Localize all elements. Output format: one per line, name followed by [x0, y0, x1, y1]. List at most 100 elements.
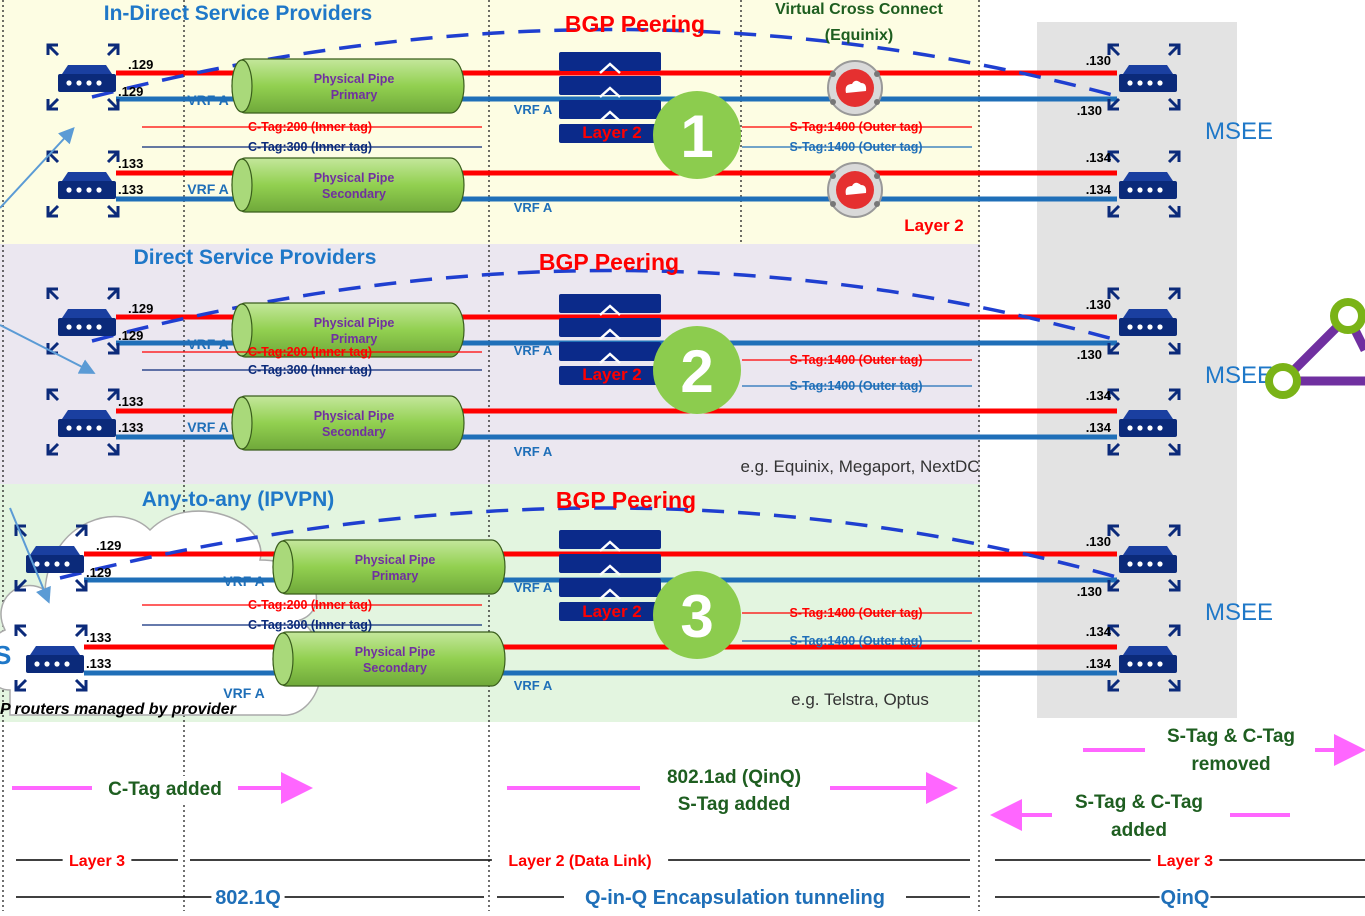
section-3: Any-to-any (IPVPN)Physical PipePrimaryPh… — [0, 487, 1273, 716]
pipe-label-line2: Primary — [331, 88, 378, 102]
vxc-layer2-label: Layer 2 — [904, 216, 964, 235]
router-led — [1147, 324, 1153, 330]
layer2-switch-stack — [559, 530, 661, 621]
stag-outer-red: S-Tag:1400 (Outer tag) — [789, 353, 922, 367]
pipe-end — [231, 59, 253, 113]
msee-router-primary — [1107, 524, 1181, 592]
ctag-added-label: C-Tag added — [108, 779, 222, 800]
layer2-label: Layer 2 — [582, 365, 642, 384]
section-2-background — [0, 244, 980, 484]
switch-unit — [559, 366, 661, 385]
router-led — [1127, 561, 1133, 567]
router-led — [1157, 561, 1163, 567]
layer2-switch-stack — [559, 52, 661, 143]
tags-removed-line1: S-Tag & C-Tag — [1167, 726, 1295, 747]
router-top — [62, 172, 112, 181]
vrf-label-left: VRF A — [223, 685, 264, 701]
router-arrows-icon — [46, 388, 120, 456]
side-arrow — [0, 127, 75, 209]
msee-column-background — [1037, 22, 1237, 718]
router-arrows-icon — [1107, 150, 1181, 218]
ctag-inner-200: C-Tag:200 (Inner tag) — [248, 120, 372, 134]
router-arrows-icon — [1107, 287, 1181, 355]
ip-129-top: .129 — [128, 57, 153, 72]
msee-label: MSEE — [1205, 599, 1273, 626]
router-top — [1123, 65, 1173, 74]
step-number-circle — [653, 571, 741, 659]
router-top — [62, 309, 112, 318]
router-led — [64, 661, 70, 667]
ctag-inner-200: C-Tag:200 (Inner tag) — [248, 345, 372, 359]
switch-unit — [559, 602, 661, 621]
router-led — [86, 187, 92, 193]
ip-129-bottom: .129 — [118, 84, 143, 99]
vxc-title: Virtual Cross Connect — [775, 1, 943, 18]
pipe-body — [231, 157, 465, 213]
router-led — [1137, 561, 1143, 567]
router-arrows-icon — [46, 43, 120, 111]
ip-130-top: .130 — [1086, 53, 1111, 68]
router-led — [1137, 187, 1143, 193]
pipe-label-line2: Primary — [331, 332, 378, 346]
msee-router-secondary — [1107, 388, 1181, 456]
router-led — [86, 425, 92, 431]
router-led — [1147, 561, 1153, 567]
pipe-end — [272, 540, 294, 594]
switch-unit — [559, 124, 661, 143]
router-led — [96, 425, 102, 431]
switch-unit — [559, 100, 661, 119]
cloud-partial-letter: S — [0, 640, 11, 670]
pipe-label-line2: Secondary — [322, 187, 386, 201]
pipe-label-line2: Secondary — [322, 425, 386, 439]
stag-outer-red: S-Tag:1400 (Outer tag) — [789, 120, 922, 134]
pipe-label-line2: Secondary — [363, 661, 427, 675]
msee-label: MSEE — [1205, 118, 1273, 145]
router-led — [76, 80, 82, 86]
customer-router-primary — [14, 524, 88, 592]
vrf-label-switch: VRF A — [514, 102, 553, 117]
pipe-end — [272, 632, 294, 686]
ctag-inner-300: C-Tag:300 (Inner tag) — [248, 140, 372, 154]
ip-129-top: .129 — [128, 301, 153, 316]
vxc-cloud-exchange-icon — [827, 162, 883, 218]
router-led — [1127, 187, 1133, 193]
vrf-label-switch: VRF A — [514, 444, 553, 459]
vrf-label-switch: VRF A — [514, 343, 553, 358]
customer-router-primary — [46, 43, 120, 111]
provider-routers-caption: P routers managed by provider — [0, 701, 237, 718]
router-led — [1127, 425, 1133, 431]
qinq-label-line1: 802.1ad (QinQ) — [667, 767, 801, 788]
switch-chevron-icon — [599, 86, 621, 98]
dotted-dividers — [2, 0, 980, 911]
bgp-peering-label: BGP Peering — [556, 487, 696, 513]
switch-unit — [559, 52, 661, 71]
router-led — [66, 80, 72, 86]
pipe-body — [231, 58, 465, 114]
switch-chevron-icon — [599, 304, 621, 316]
ip-134-bottom: .134 — [1086, 656, 1112, 671]
step-number-circle — [653, 326, 741, 414]
pipe-label-line1: Physical Pipe — [314, 316, 395, 330]
router-arrows-icon — [1107, 624, 1181, 692]
router-led — [1127, 661, 1133, 667]
layer3-right-label-bg — [1150, 850, 1220, 870]
switch-chevron-icon — [599, 564, 621, 576]
pipe-label-line2: Primary — [372, 569, 419, 583]
step-number-circle — [653, 91, 741, 179]
label-bg — [92, 776, 238, 802]
qinq-label-line2: S-Tag added — [678, 794, 791, 815]
ip-134-bottom: .134 — [1086, 182, 1112, 197]
vrf-label-left: VRF A — [187, 419, 228, 435]
ip-133-bottom: .133 — [86, 656, 111, 671]
router-led — [1157, 425, 1163, 431]
dot1q-label-bg — [211, 885, 285, 909]
router-top — [30, 546, 80, 555]
router-led — [1157, 661, 1163, 667]
layer3-left-label-bg — [62, 850, 132, 870]
ip-134-bottom: .134 — [1086, 420, 1112, 435]
vrf-label-switch: VRF A — [514, 580, 553, 595]
ctag-inner-300: C-Tag:300 (Inner tag) — [248, 363, 372, 377]
router-top — [62, 65, 112, 74]
